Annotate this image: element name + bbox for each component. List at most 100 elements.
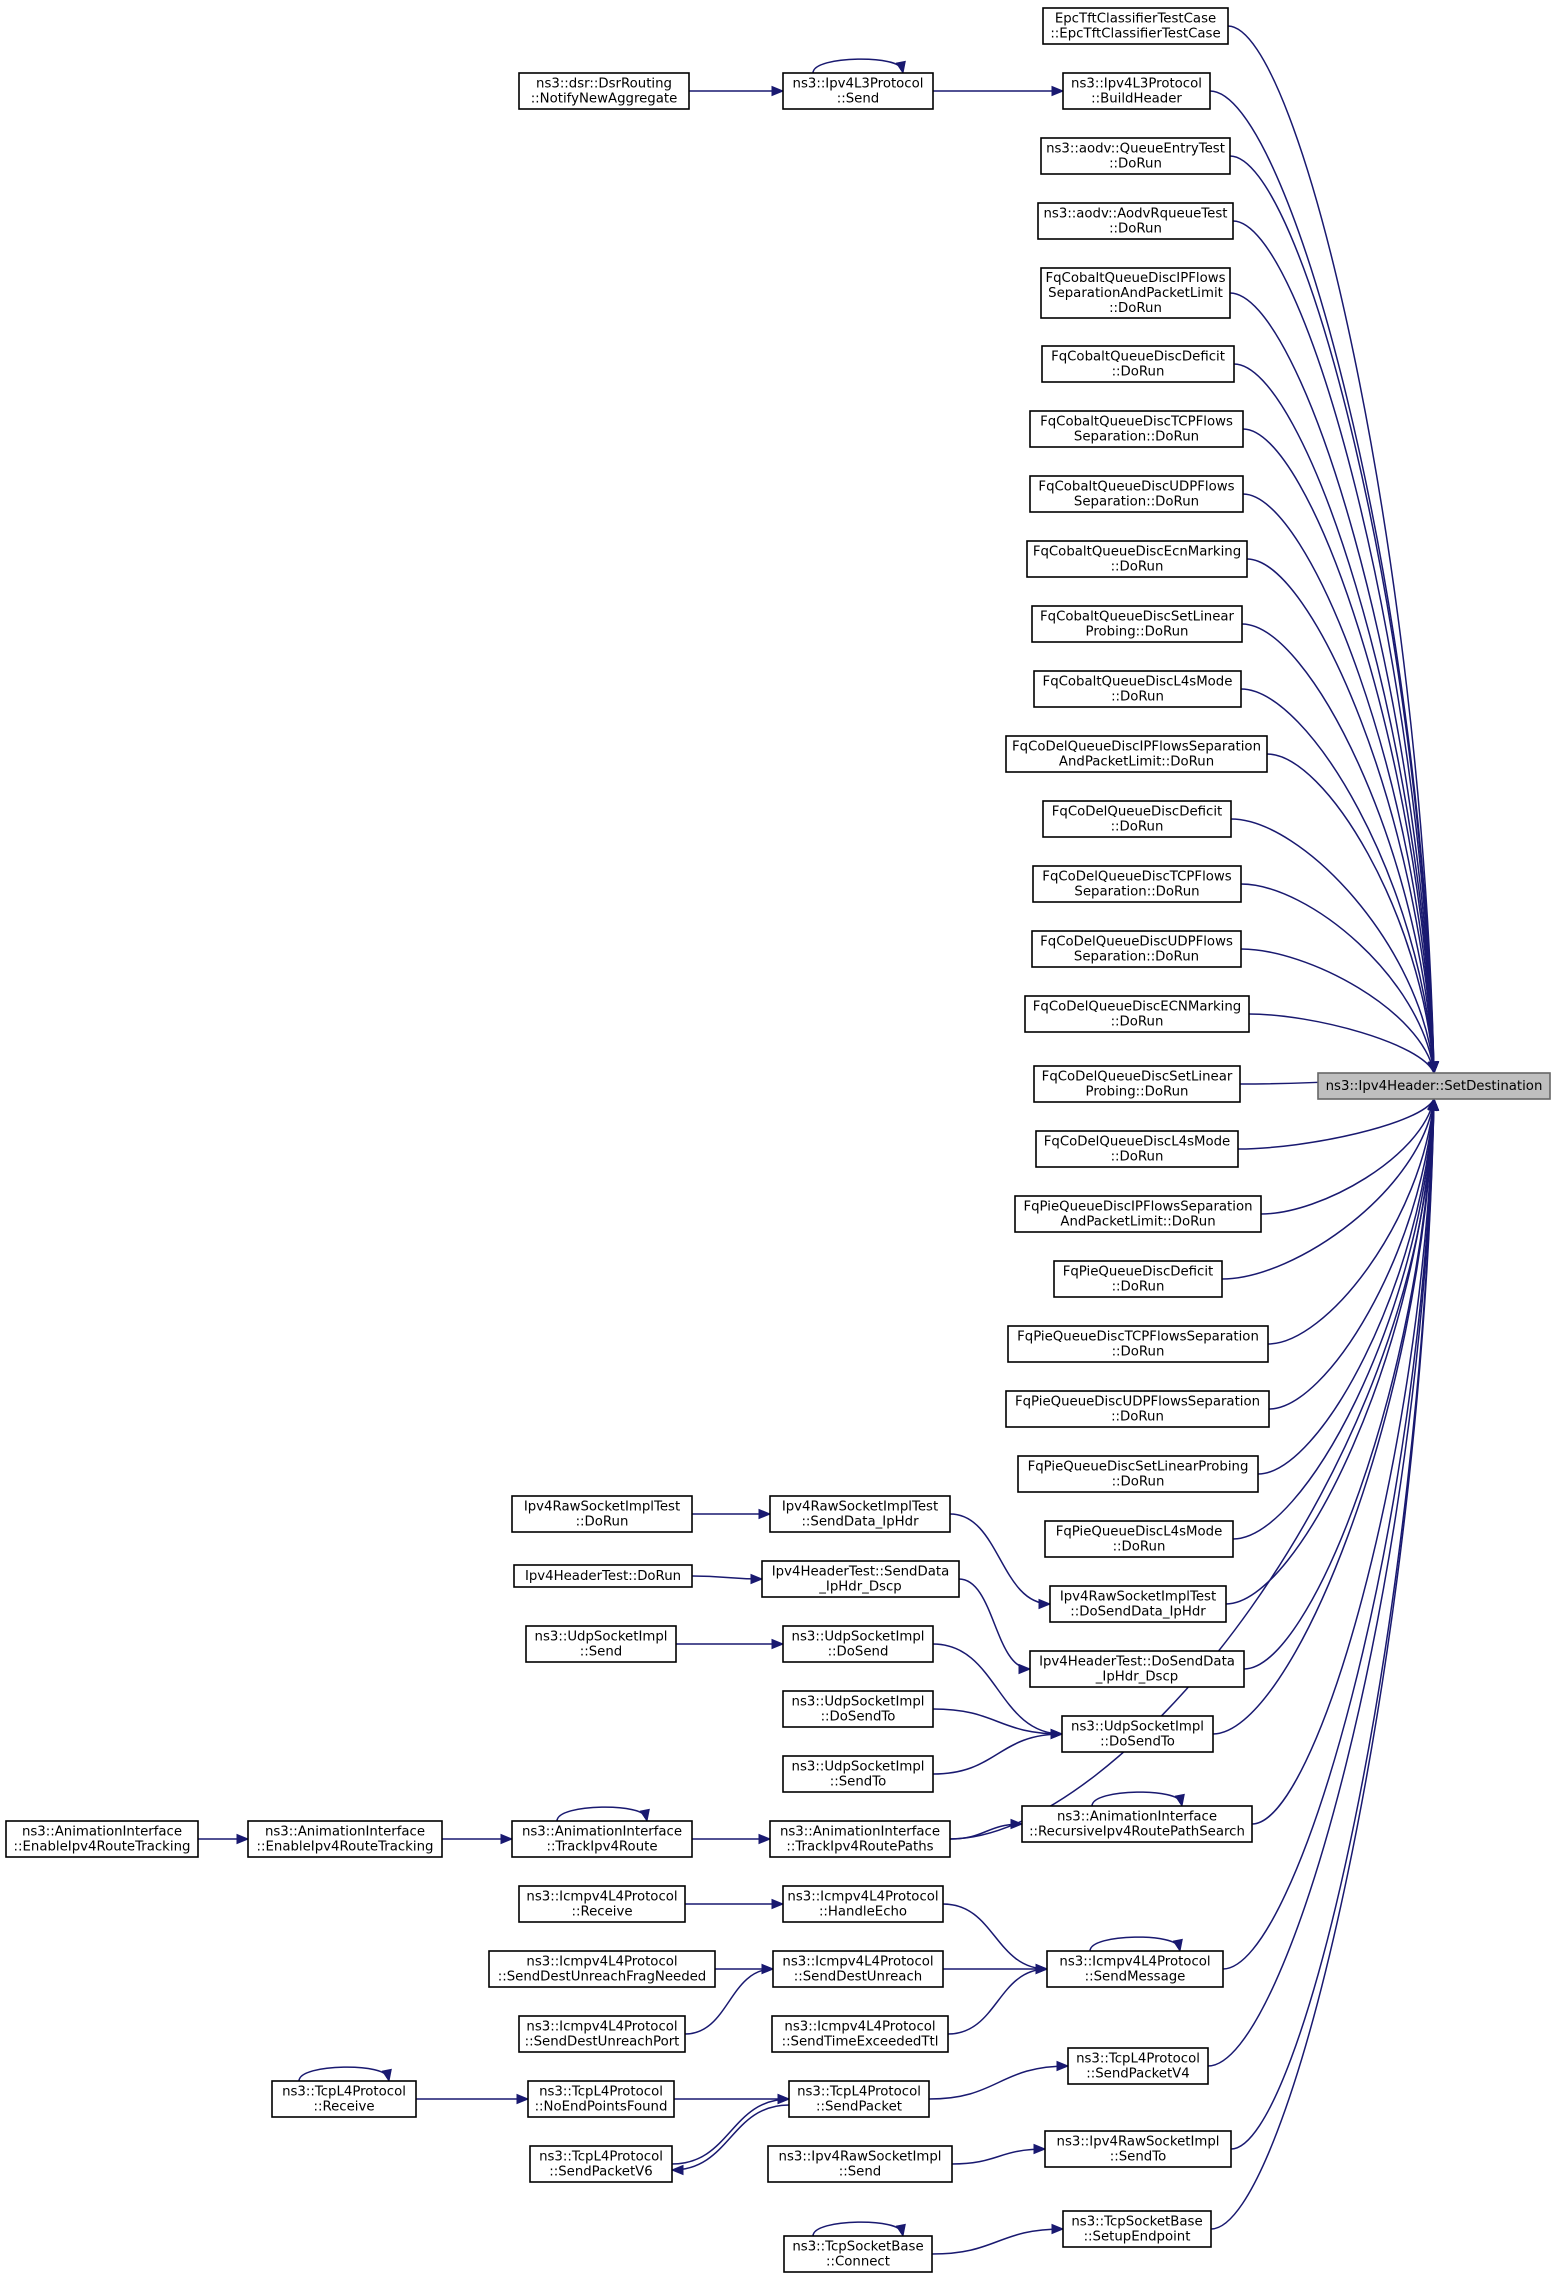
node-label-line: ::SendPacket bbox=[816, 2100, 902, 2115]
graph-node-ipv4headertest-dosenddata-iphdr-dscp[interactable]: Ipv4HeaderTest::DoSendData_IpHdr_Dscp bbox=[1029, 1650, 1245, 1688]
node-label-line: ::DoRun bbox=[1111, 1150, 1164, 1165]
node-label-line: ns3::UdpSocketImpl bbox=[792, 1630, 925, 1645]
call-edge bbox=[1257, 1098, 1435, 1475]
node-box bbox=[1037, 202, 1234, 240]
graph-node-ns3-tcpl4protocol-noendpointsfound[interactable]: ns3::TcpL4Protocol::NoEndPointsFound bbox=[527, 2080, 675, 2118]
graph-node-ns3-udpsocketimpl-dosendto[interactable]: ns3::UdpSocketImpl::DoSendTo bbox=[782, 1690, 934, 1728]
graph-node-ns3-tcpl4protocol-sendpacketv4[interactable]: ns3::TcpL4Protocol::SendPacketV4 bbox=[1067, 2047, 1209, 2085]
graph-node-ipv4rawsocketimpltest-dosenddata-iphdr[interactable]: Ipv4RawSocketImplTest::DoSendData_IpHdr bbox=[1049, 1585, 1227, 1623]
graph-node-ipv4rawsocketimpltest-senddata-iphdr[interactable]: Ipv4RawSocketImplTest::SendData_IpHdr bbox=[769, 1495, 951, 1533]
node-box bbox=[788, 2080, 930, 2118]
node-label-line: ::SendDestUnreach bbox=[794, 1970, 922, 1985]
graph-node-ns3-icmpv4l4protocol-sendtimeexceededttl[interactable]: ns3::Icmpv4L4Protocol::SendTimeExceededT… bbox=[771, 2015, 949, 2053]
graph-node-ns3-tcpl4protocol-sendpacket[interactable]: ns3::TcpL4Protocol::SendPacket bbox=[788, 2080, 930, 2118]
graph-node-fqpiequeuediscdeficit-dorun[interactable]: FqPieQueueDiscDeficit::DoRun bbox=[1053, 1260, 1223, 1298]
graph-node-fqcodelqueuediscecnmarking-dorun[interactable]: FqCoDelQueueDiscECNMarking::DoRun bbox=[1024, 995, 1250, 1033]
node-label-line: ns3::Icmpv4L4Protocol bbox=[784, 2020, 935, 2035]
graph-node-fqpiequeuediscsetlinearprobing-dorun[interactable]: FqPieQueueDiscSetLinearProbing::DoRun bbox=[1017, 1455, 1259, 1493]
graph-node-fqcobaltqueuediscl4smode-dorun[interactable]: FqCobaltQueueDiscL4sMode::DoRun bbox=[1033, 670, 1242, 708]
node-label-line: ::DoRun bbox=[1112, 1280, 1165, 1295]
node-label-line: ::DoRun bbox=[1111, 820, 1164, 835]
node-label-line: AndPacketLimit::DoRun bbox=[1060, 1215, 1215, 1230]
call-edge bbox=[1240, 883, 1435, 1074]
graph-node-ipv4rawsocketimpltest-dorun[interactable]: Ipv4RawSocketImplTest::DoRun bbox=[511, 1495, 693, 1533]
node-box bbox=[1005, 735, 1268, 773]
graph-node-fqpiequeuediscl4smode-dorun[interactable]: FqPieQueueDiscL4sMode::DoRun bbox=[1044, 1520, 1234, 1558]
call-edge bbox=[671, 2104, 790, 2171]
call-edge bbox=[1207, 1098, 1435, 2067]
graph-node-epctftclassifiertestcase-epctftclassifiertestcase[interactable]: EpcTftClassifierTestCase::EpcTftClassifi… bbox=[1042, 7, 1229, 45]
node-box bbox=[1033, 670, 1242, 708]
graph-node-ns3-animationinterface-enableipv4routetracking[interactable]: ns3::AnimationInterface::EnableIpv4Route… bbox=[5, 1820, 199, 1858]
graph-node-ns3-aodv-aodvrqueuetest-dorun[interactable]: ns3::aodv::AodvRqueueTest::DoRun bbox=[1037, 202, 1234, 240]
edge-arrowhead bbox=[1051, 2223, 1065, 2235]
graph-node-fqcobaltqueuediscudpflows-separation-dorun[interactable]: FqCobaltQueueDiscUDPFlowsSeparation::DoR… bbox=[1029, 475, 1244, 513]
node-label-line: ns3::UdpSocketImpl bbox=[792, 1695, 925, 1710]
graph-node-ns3-dsr-dsrrouting-notifynewaggregate[interactable]: ns3::dsr::DsrRouting::NotifyNewAggregate bbox=[518, 72, 690, 110]
node-label-line: ::HandleEcho bbox=[819, 1905, 907, 1920]
node-box bbox=[1033, 1065, 1241, 1103]
graph-node-fqcodelqueuedisctcpflows-separation-dorun[interactable]: FqCoDelQueueDiscTCPFlowsSeparation::DoRu… bbox=[1032, 865, 1242, 903]
graph-node-ns3-animationinterface-trackipv4routepaths[interactable]: ns3::AnimationInterface::TrackIpv4RouteP… bbox=[769, 1820, 951, 1858]
call-edge bbox=[1241, 623, 1435, 1074]
graph-node-ipv4headertest-senddata-iphdr-dscp[interactable]: Ipv4HeaderTest::SendData_IpHdr_Dscp bbox=[761, 1560, 960, 1598]
graph-node-ns3-tcpl4protocol-sendpacketv6[interactable]: ns3::TcpL4Protocol::SendPacketV6 bbox=[529, 2145, 673, 2183]
graph-node-ns3-tcpl4protocol-receive[interactable]: ns3::TcpL4Protocol::Receive bbox=[271, 2080, 417, 2118]
graph-node-ns3-icmpv4l4protocol-senddestunreachport[interactable]: ns3::Icmpv4L4Protocol::SendDestUnreachPo… bbox=[518, 2015, 686, 2053]
node-label-line: ns3::Icmpv4L4Protocol bbox=[782, 1955, 933, 1970]
edge-arrowhead bbox=[1428, 1097, 1440, 1111]
graph-node-ns3-tcpsocketbase-setupendpoint[interactable]: ns3::TcpSocketBase::SetupEndpoint bbox=[1062, 2210, 1212, 2248]
node-label-line: ::NoEndPointsFound bbox=[535, 2100, 668, 2115]
call-edge bbox=[928, 2065, 1069, 2100]
node-box bbox=[1017, 1455, 1259, 1493]
node-label-line: ::DoRun bbox=[1111, 560, 1164, 575]
focus-node-set-destination[interactable]: ns3::Ipv4Header::SetDestination bbox=[1317, 1072, 1551, 1100]
node-box bbox=[1005, 1390, 1270, 1428]
graph-node-ns3-icmpv4l4protocol-sendmessage[interactable]: ns3::Icmpv4L4Protocol::SendMessage bbox=[1046, 1950, 1224, 1988]
graph-node-fqcodelqueuediscudpflows-separation-dorun[interactable]: FqCoDelQueueDiscUDPFlowsSeparation::DoRu… bbox=[1031, 930, 1242, 968]
node-label-line: FqCoDelQueueDiscL4sMode bbox=[1044, 1135, 1231, 1150]
graph-node-ns3-ipv4l3protocol-buildheader[interactable]: ns3::Ipv4L3Protocol::BuildHeader bbox=[1062, 72, 1211, 110]
graph-node-fqpiequeuedisctcpflowsseparation-dorun[interactable]: FqPieQueueDiscTCPFlowsSeparation::DoRun bbox=[1007, 1325, 1269, 1363]
node-label-line: FqCobaltQueueDiscL4sMode bbox=[1043, 675, 1233, 690]
graph-node-ns3-ipv4rawsocketimpl-send[interactable]: ns3::Ipv4RawSocketImpl::Send bbox=[767, 2145, 953, 2183]
node-label-line: FqPieQueueDiscSetLinearProbing bbox=[1028, 1460, 1249, 1475]
graph-node-ns3-udpsocketimpl-dosend[interactable]: ns3::UdpSocketImpl::DoSend bbox=[782, 1625, 934, 1663]
node-label-line: Ipv4RawSocketImplTest bbox=[1060, 1590, 1216, 1605]
graph-node-ns3-udpsocketimpl-send[interactable]: ns3::UdpSocketImpl::Send bbox=[525, 1625, 677, 1663]
graph-node-ns3-icmpv4l4protocol-senddestunreach[interactable]: ns3::Icmpv4L4Protocol::SendDestUnreach bbox=[772, 1950, 944, 1988]
graph-node-ns3-animationinterface-recursiveipv4routepathsearch[interactable]: ns3::AnimationInterface::RecursiveIpv4Ro… bbox=[1021, 1805, 1253, 1843]
graph-node-fqcobaltqueuediscecnmarking-dorun[interactable]: FqCobaltQueueDiscEcnMarking::DoRun bbox=[1026, 540, 1248, 578]
graph-node-fqcobaltqueuediscdeficit-dorun[interactable]: FqCobaltQueueDiscDeficit::DoRun bbox=[1041, 345, 1235, 383]
node-label-line: FqCobaltQueueDiscEcnMarking bbox=[1033, 545, 1241, 560]
graph-node-ns3-tcpsocketbase-connect[interactable]: ns3::TcpSocketBase::Connect bbox=[783, 2235, 933, 2273]
graph-node-fqcodelqueuediscipflowsseparation-andpacketlimit-dorun[interactable]: FqCoDelQueueDiscIPFlowsSeparationAndPack… bbox=[1005, 735, 1268, 773]
node-label-line: ns3::UdpSocketImpl bbox=[1071, 1720, 1204, 1735]
edge-arrowhead bbox=[1050, 1728, 1064, 1740]
graph-node-ns3-aodv-queueentrytest-dorun[interactable]: ns3::aodv::QueueEntryTest::DoRun bbox=[1040, 137, 1231, 175]
edge-arrowhead bbox=[516, 2093, 530, 2105]
call-edge bbox=[1221, 1098, 1435, 1280]
graph-node-ns3-udpsocketimpl-dosendto[interactable]: ns3::UdpSocketImpl::DoSendTo bbox=[1061, 1715, 1214, 1753]
graph-node-fqcobaltqueuedisctcpflows-separation-dorun[interactable]: FqCobaltQueueDiscTCPFlowsSeparation::DoR… bbox=[1029, 410, 1244, 448]
graph-node-fqcodelqueuediscl4smode-dorun[interactable]: FqCoDelQueueDiscL4sMode::DoRun bbox=[1035, 1130, 1239, 1168]
graph-node-ns3-icmpv4l4protocol-senddestunreachfragneeded[interactable]: ns3::Icmpv4L4Protocol::SendDestUnreachFr… bbox=[488, 1950, 716, 1988]
graph-node-fqpiequeuediscipflowsseparation-andpacketlimit-dorun[interactable]: FqPieQueueDiscIPFlowsSeparationAndPacket… bbox=[1014, 1195, 1262, 1233]
graph-node-fqpiequeuediscudpflowsseparation-dorun[interactable]: FqPieQueueDiscUDPFlowsSeparation::DoRun bbox=[1005, 1390, 1270, 1428]
graph-node-ipv4headertest-dorun[interactable]: Ipv4HeaderTest::DoRun bbox=[513, 1564, 693, 1588]
graph-node-ns3-animationinterface-enableipv4routetracking[interactable]: ns3::AnimationInterface::EnableIpv4Route… bbox=[247, 1820, 443, 1858]
node-box bbox=[772, 1950, 944, 1988]
node-box bbox=[761, 1560, 960, 1598]
graph-node-ns3-ipv4l3protocol-send[interactable]: ns3::Ipv4L3Protocol::Send bbox=[782, 72, 934, 110]
graph-node-ns3-udpsocketimpl-sendto[interactable]: ns3::UdpSocketImpl::SendTo bbox=[782, 1755, 934, 1793]
node-label-line: ::TrackIpv4RoutePaths bbox=[786, 1840, 933, 1855]
graph-node-fqcobaltqueuediscipflows-separationandpacketlimit-dorun[interactable]: FqCobaltQueueDiscIPFlowsSeparationAndPac… bbox=[1040, 267, 1231, 319]
graph-node-ns3-animationinterface-trackipv4route[interactable]: ns3::AnimationInterface::TrackIpv4Route bbox=[511, 1820, 693, 1858]
graph-node-ns3-ipv4rawsocketimpl-sendto[interactable]: ns3::Ipv4RawSocketImpl::SendTo bbox=[1044, 2130, 1232, 2168]
graph-node-ns3-icmpv4l4protocol-receive[interactable]: ns3::Icmpv4L4Protocol::Receive bbox=[518, 1885, 686, 1923]
graph-node-ns3-icmpv4l4protocol-handleecho[interactable]: ns3::Icmpv4L4Protocol::HandleEcho bbox=[782, 1885, 944, 1923]
graph-node-fqcodelqueuediscdeficit-dorun[interactable]: FqCoDelQueueDiscDeficit::DoRun bbox=[1042, 800, 1232, 838]
edge-arrowhead bbox=[895, 60, 906, 75]
